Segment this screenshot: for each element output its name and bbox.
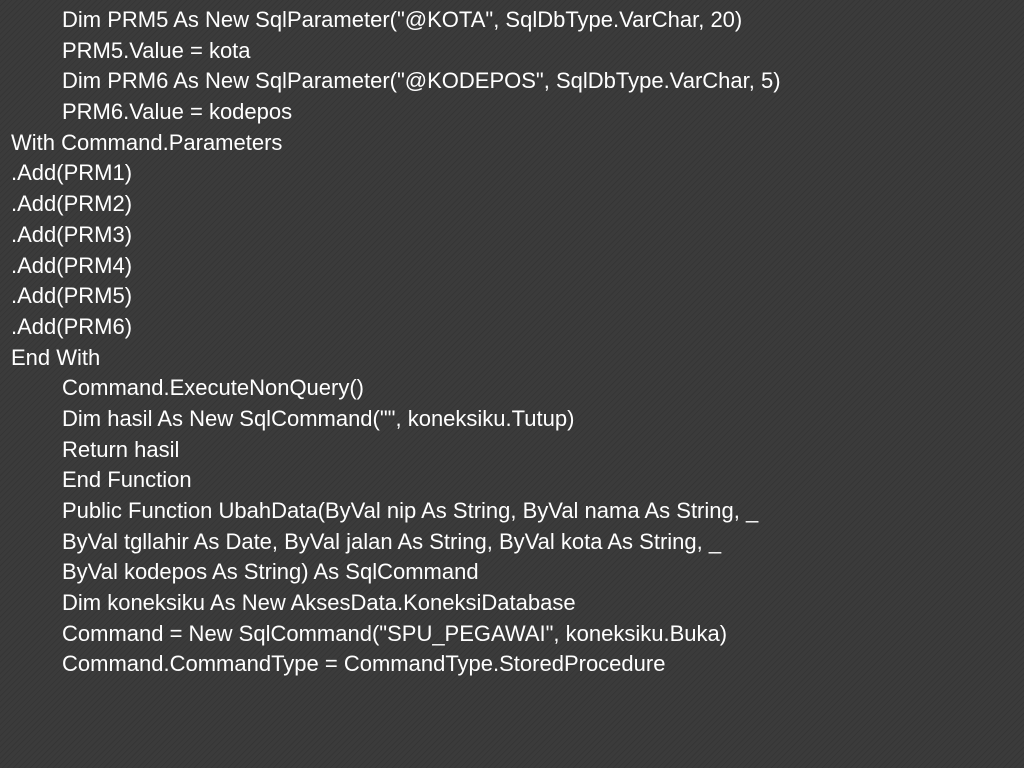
code-line: Command.CommandType = CommandType.Stored… (62, 651, 666, 677)
code-line: End Function (62, 467, 192, 493)
code-line: ByVal tgllahir As Date, ByVal jalan As S… (62, 528, 722, 554)
code-line: With Command.Parameters (11, 129, 283, 155)
code-line: .Add(PRM5) (11, 283, 133, 309)
code-line: .Add(PRM6) (11, 313, 133, 339)
code-line: PRM6.Value = kodepos (62, 99, 293, 125)
code-line: Command = New SqlCommand("SPU_PEGAWAI", … (62, 620, 728, 646)
code-line: ByVal kodepos As String) As SqlCommand (62, 559, 479, 585)
code-line: .Add(PRM3) (11, 221, 133, 247)
code-line: Dim hasil As New SqlCommand("", koneksik… (62, 405, 575, 431)
code-line: PRM5.Value = kota (62, 37, 251, 63)
code-line: Public Function UbahData(ByVal nip As St… (62, 498, 759, 523)
code-line: End With (11, 344, 101, 370)
code-line: .Add(PRM2) (11, 191, 133, 217)
code-line: Dim koneksiku As New AksesData.KoneksiDa… (62, 590, 576, 616)
code-line: Command.ExecuteNonQuery() (62, 375, 365, 401)
code-block: Dim PRM5 As New SqlParameter("@KOTA", Sq… (0, 5, 1024, 680)
code-line: Dim PRM5 As New SqlParameter("@KOTA", Sq… (62, 7, 743, 32)
code-line: Return hasil (62, 436, 180, 462)
code-line: .Add(PRM4) (11, 252, 133, 278)
code-line: .Add(PRM1) (11, 160, 133, 186)
code-line: Dim PRM6 As New SqlParameter("@KODEPOS",… (62, 68, 781, 94)
